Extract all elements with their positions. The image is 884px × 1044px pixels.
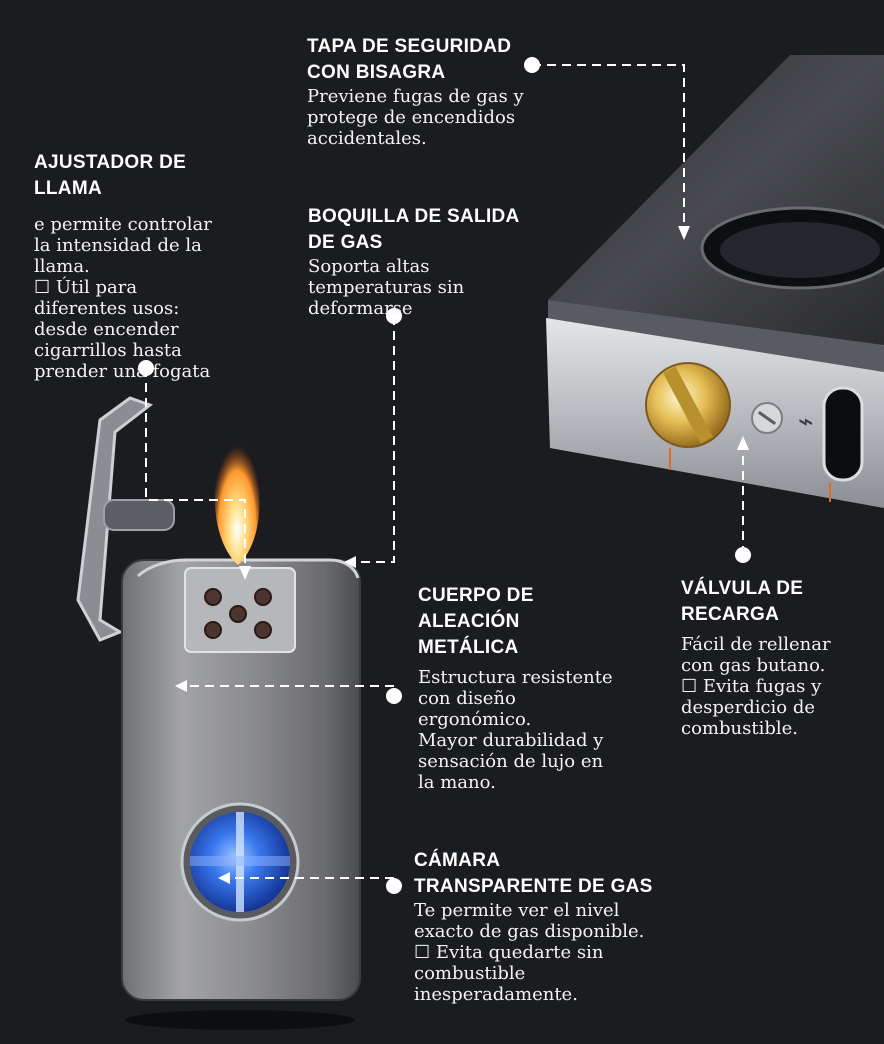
- callout-body: Estructura resistente con diseño ergonóm…: [418, 667, 613, 793]
- callout-camara-gas: CÁMARA TRANSPARENTE DE GAS Te permite ve…: [414, 848, 676, 1005]
- lighter-main: [76, 396, 361, 1030]
- callout-connectors: [145, 64, 744, 879]
- callout-title: CÁMARA TRANSPARENTE DE GAS: [414, 850, 653, 897]
- callout-dots: [138, 57, 751, 894]
- callout-boquilla: BOQUILLA DE SALIDA DE GAS Soporta altas …: [308, 204, 548, 319]
- callout-title: TAPA DE SEGURIDAD CON BISAGRA: [307, 36, 512, 83]
- callout-title: BOQUILLA DE SALIDA DE GAS: [308, 206, 519, 253]
- callout-cuerpo-aleacion: CUERPO DE ALEACIÓN METÁLICA Estructura r…: [418, 583, 648, 793]
- callout-body: Fácil de rellenar con gas butano. ☐ Evit…: [681, 634, 831, 739]
- usb-c-port-icon: [822, 386, 864, 482]
- lighter-closeup: ⌁: [546, 55, 884, 508]
- callout-title: AJUSTADOR DE LLAMA: [34, 152, 187, 199]
- callout-valvula-recarga: VÁLVULA DE RECARGA Fácil de rellenar con…: [681, 576, 881, 739]
- usb-symbol-icon: ⌁: [798, 407, 814, 437]
- callout-title: VÁLVULA DE RECARGA: [681, 578, 804, 625]
- flame-icon: [214, 425, 260, 565]
- callout-body: e permite controlar la intensidad de la …: [34, 214, 212, 382]
- callout-arrowheads: [175, 226, 749, 884]
- callout-body: Previene fugas de gas y protege de encen…: [307, 86, 524, 149]
- callout-tapa-seguridad: TAPA DE SEGURIDAD CON BISAGRA Previene f…: [307, 34, 557, 149]
- callout-ajustador-llama: AJUSTADOR DE LLAMA e permite controlar l…: [34, 150, 244, 382]
- callout-body: Te permite ver el nivel exacto de gas di…: [414, 900, 645, 1005]
- callout-title: CUERPO DE ALEACIÓN METÁLICA: [418, 585, 534, 658]
- flame-adjuster-arm: [76, 396, 154, 642]
- callout-body: Soporta altas temperaturas sin deformars…: [308, 256, 465, 319]
